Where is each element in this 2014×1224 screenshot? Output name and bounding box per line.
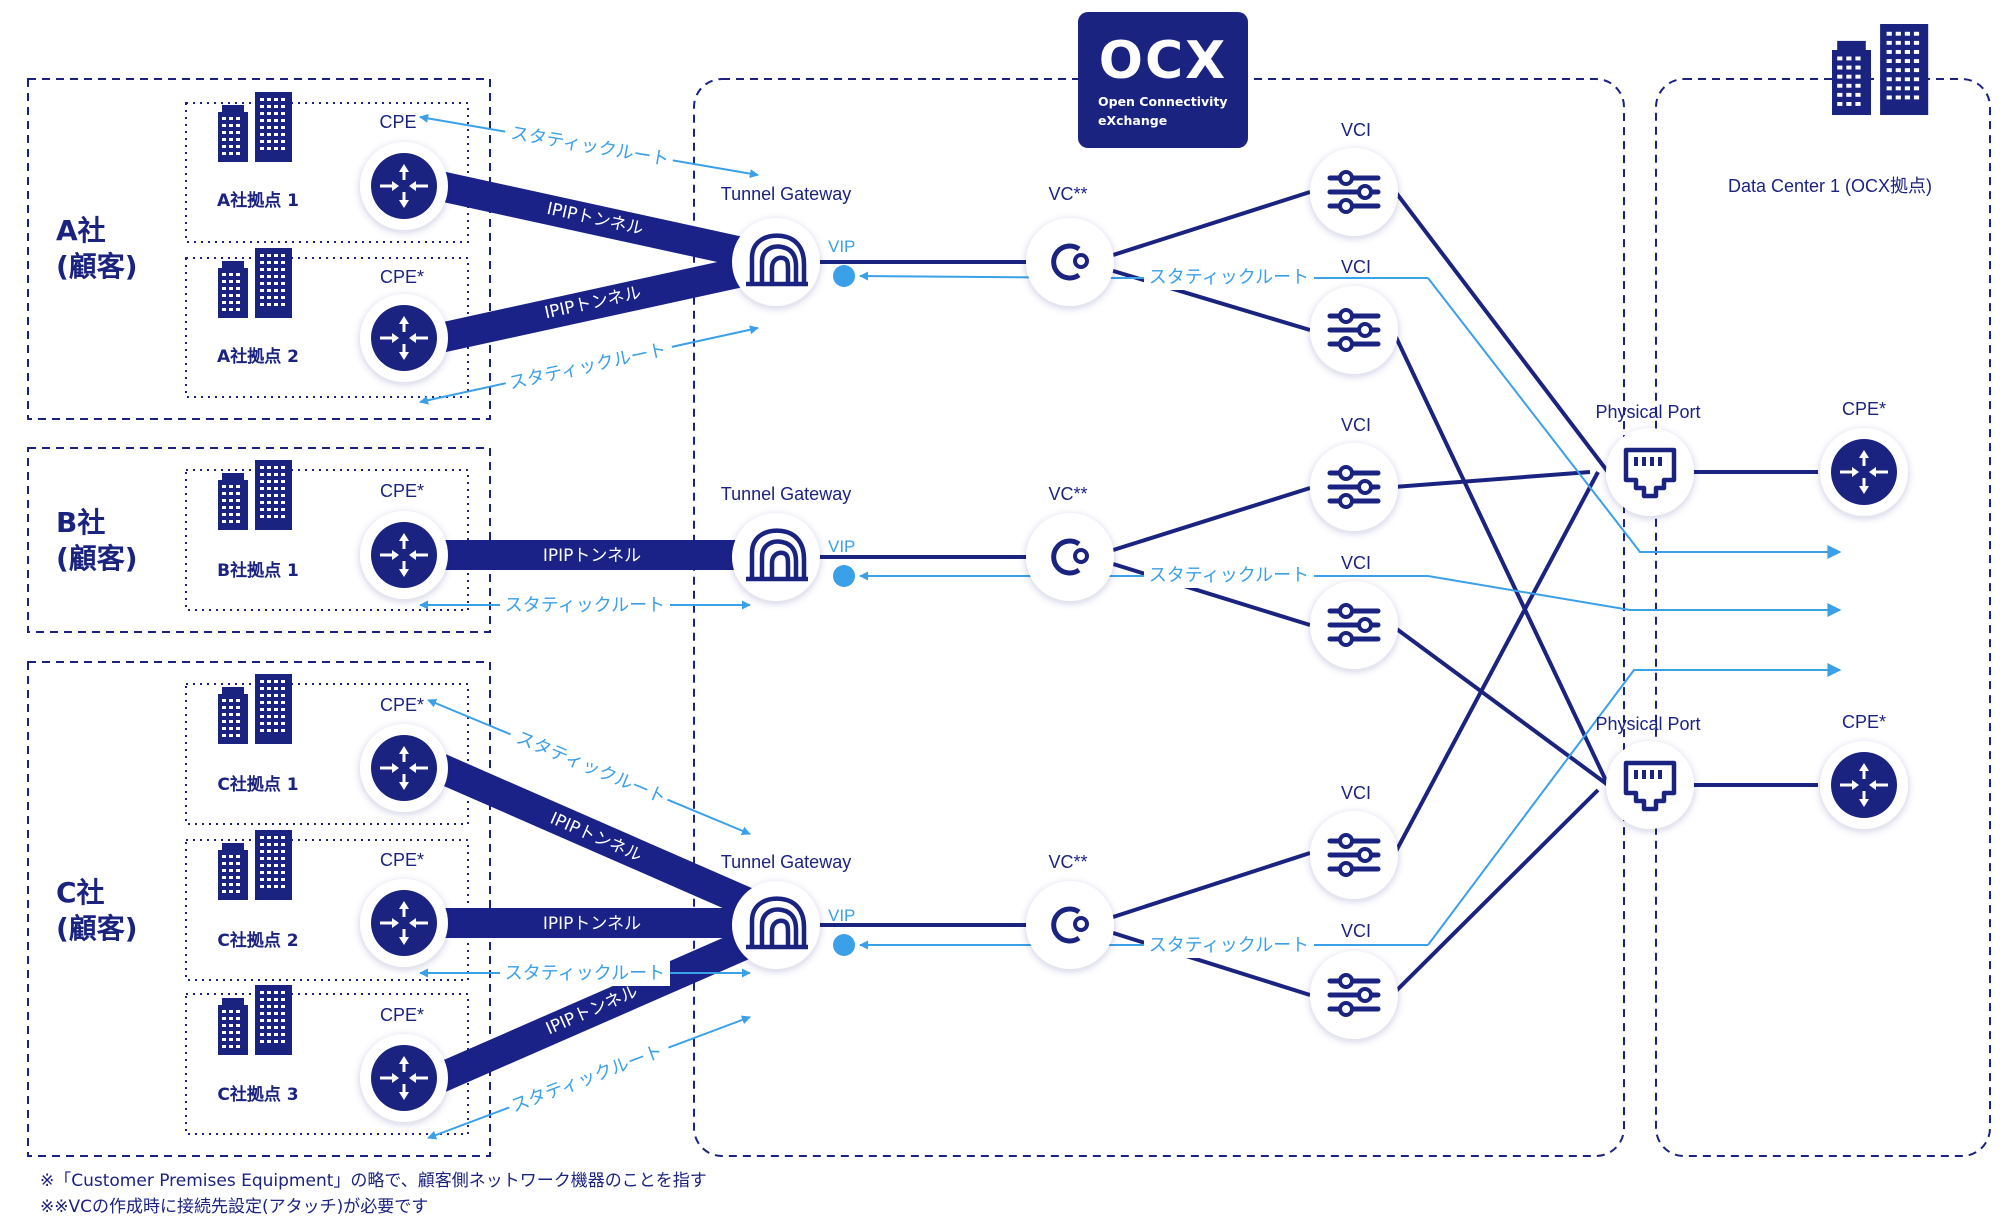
- ocx-logo-mark: OCX: [1099, 31, 1227, 91]
- tunnel-gateway-label: Tunnel Gateway: [721, 852, 851, 872]
- footnotes: ※「Customer Premises Equipment」の略で、顧客側ネット…: [40, 1171, 707, 1217]
- building-icon: [1832, 24, 1929, 115]
- company-a-box: [27, 78, 491, 420]
- router-icon: [360, 1034, 448, 1122]
- cpe-label: CPE*: [380, 695, 424, 715]
- vci-slider-icon: [1310, 148, 1398, 236]
- router-icon: [360, 142, 448, 230]
- company-b-name: B社: [56, 506, 105, 539]
- vip-dots: [833, 265, 855, 956]
- site-label-c1: C社拠点 1: [217, 774, 298, 795]
- vip-dot-2: [833, 565, 855, 587]
- footnote-cpe: ※「Customer Premises Equipment」の略で、顧客側ネット…: [40, 1171, 707, 1191]
- vip-labels: VIP VIP VIP: [828, 237, 855, 925]
- ocx-logo-line1: Open Connectivity: [1098, 94, 1228, 109]
- data-center-label: Data Center 1 (OCX拠点): [1728, 176, 1932, 196]
- static-route-label: スタティックルート: [1149, 935, 1309, 956]
- static-route-label: スタティックルート: [505, 595, 665, 616]
- static-route-label: スタティックルート: [505, 963, 665, 984]
- node-labels: Tunnel Gateway Tunnel Gateway Tunnel Gat…: [721, 120, 1932, 941]
- vci-slider-icon: [1310, 443, 1398, 531]
- vc-label: VC**: [1048, 852, 1087, 872]
- physical-port-icon: [1606, 741, 1694, 829]
- company-c-box: [27, 661, 491, 1157]
- cpe-label: CPE*: [380, 1005, 424, 1025]
- data-center-box: [1655, 78, 1991, 1157]
- tunnel-gateway-icon: [732, 881, 820, 969]
- company-b-sub: (顧客): [56, 542, 138, 575]
- company-a-name: A社: [56, 214, 106, 247]
- vci-label: VCI: [1341, 921, 1371, 941]
- cpe-label: CPE*: [380, 267, 424, 287]
- vci-label: VCI: [1341, 120, 1371, 140]
- vci-slider-icon: [1310, 951, 1398, 1039]
- router-icon: [1820, 741, 1908, 829]
- vip-dot-3: [833, 934, 855, 956]
- router-icon: [360, 294, 448, 382]
- ocx-logo-badge: [1078, 12, 1248, 148]
- company-a-sub: (顧客): [56, 250, 138, 283]
- router-icon: [1820, 428, 1908, 516]
- company-c-name: C社: [56, 876, 105, 909]
- vci-slider-icon: [1310, 286, 1398, 374]
- vci-label: VCI: [1341, 553, 1371, 573]
- vip-label: VIP: [828, 906, 855, 925]
- vc-icon: [1026, 513, 1114, 601]
- vci-label: VCI: [1341, 415, 1371, 435]
- vip-label: VIP: [828, 537, 855, 556]
- site-boxes: [185, 102, 469, 1135]
- cpe-label: CPE*: [380, 481, 424, 501]
- vc-icon: [1026, 218, 1114, 306]
- static-route-label: スタティックルート: [509, 123, 671, 171]
- site-label-a1: A社拠点 1: [217, 190, 299, 211]
- vc-label: VC**: [1048, 184, 1087, 204]
- static-route-labels: スタティックルート スタティックルート スタティックルート スタティックルート …: [500, 117, 1314, 1122]
- static-route-label: スタティックルート: [1149, 267, 1309, 288]
- company-c-sub: (顧客): [56, 912, 138, 945]
- tunnel-gateway-label: Tunnel Gateway: [721, 484, 851, 504]
- container-boxes: [27, 78, 1991, 1157]
- physical-port-icon: [1606, 428, 1694, 516]
- physical-ports: [1606, 428, 1694, 829]
- cpe-labels: CPE CPE* CPE* CPE* CPE* CPE* CPE* CPE*: [379, 112, 1886, 1025]
- navy-connections: [800, 188, 1818, 997]
- site-label-c3: C社拠点 3: [217, 1084, 298, 1105]
- cpe-label: CPE*: [1842, 712, 1886, 732]
- site-labels: A社拠点 1 A社拠点 2 B社拠点 1 C社拠点 1 C社拠点 2 C社拠点 …: [217, 190, 299, 1105]
- footnote-vc: ※※VCの作成時に接続先設定(アタッチ)が必要です: [40, 1197, 428, 1217]
- tunnel-a1: [436, 171, 764, 271]
- vc-label: VC**: [1048, 484, 1087, 504]
- cpe-label: CPE*: [380, 850, 424, 870]
- tunnel-gateway-label: Tunnel Gateway: [721, 184, 851, 204]
- physical-port-label: Physical Port: [1595, 402, 1700, 422]
- router-icon: [360, 879, 448, 967]
- company-labels: A社 (顧客) B社 (顧客) C社 (顧客): [56, 214, 138, 945]
- cpe-label: CPE*: [1842, 399, 1886, 419]
- physical-port-label: Physical Port: [1595, 714, 1700, 734]
- vcis: [1310, 148, 1398, 1039]
- tunnel-label: IPIPトンネル: [543, 546, 641, 566]
- ocx-logo: OCX Open Connectivity eXchange: [1078, 12, 1248, 148]
- router-icon: [360, 511, 448, 599]
- site-label-c2: C社拠点 2: [217, 930, 298, 951]
- tunnel-label: IPIPトンネル: [543, 914, 641, 934]
- tunnel-gateway-icon: [732, 513, 820, 601]
- site-label-b1: B社拠点 1: [217, 560, 299, 581]
- vci-label: VCI: [1341, 257, 1371, 277]
- vci-slider-icon: [1310, 811, 1398, 899]
- tunnel-gateway-icon: [732, 218, 820, 306]
- ocx-logo-line2: eXchange: [1098, 113, 1167, 128]
- vip-dot-1: [833, 265, 855, 287]
- static-route-label: スタティックルート: [1149, 565, 1309, 586]
- vci-slider-icon: [1310, 581, 1398, 669]
- site-label-a2: A社拠点 2: [217, 346, 299, 367]
- vc-icon: [1026, 881, 1114, 969]
- vip-label: VIP: [828, 237, 855, 256]
- vci-label: VCI: [1341, 783, 1371, 803]
- building-icon: [218, 985, 292, 1055]
- cpe-label: CPE: [379, 112, 416, 132]
- router-icon: [360, 724, 448, 812]
